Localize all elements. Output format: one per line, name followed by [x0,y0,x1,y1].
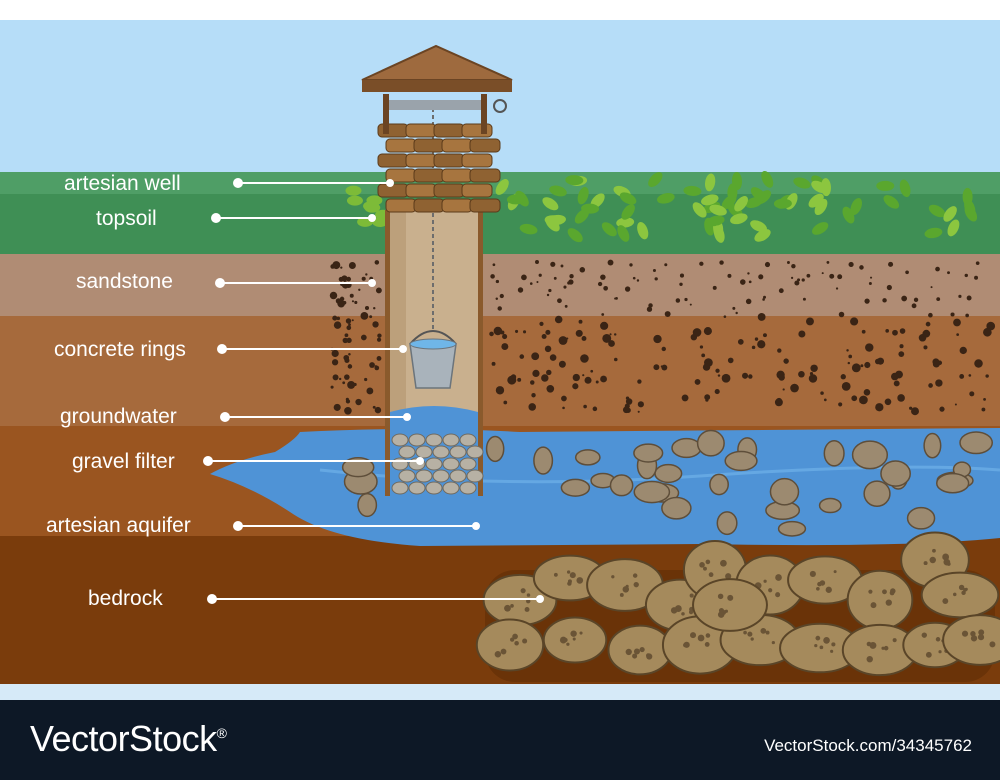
bucket-icon [409,330,457,389]
label-bedrock: bedrock [88,587,163,610]
aquifer-stones [341,429,993,537]
soil-dots [329,259,996,416]
well-head-stonework [377,123,501,213]
label-sandstone: sandstone [76,270,173,293]
gravel-filter-stones [391,433,484,495]
registered-mark: ® [216,725,227,741]
label-artesian-well: artesian well [64,172,181,195]
label-concrete-rings: concrete rings [54,338,186,361]
image-url: VectorStock.com/34345762 [764,736,972,755]
bushes [345,171,978,243]
well-cross-section-illustration [0,20,1000,700]
label-groundwater: groundwater [60,405,177,428]
sandstone-layer [0,254,1000,316]
label-gravel-filter: gravel filter [72,450,175,473]
label-topsoil: topsoil [96,207,157,230]
brand-logo: VectorStock® [30,718,227,760]
watermark-bar: VectorStock® VectorStock.com/34345762 [0,700,1000,780]
bedrock-boulders [475,531,1000,682]
label-artesian-aquifer: artesian aquifer [46,514,191,537]
brand-name: VectorStock [30,718,217,759]
